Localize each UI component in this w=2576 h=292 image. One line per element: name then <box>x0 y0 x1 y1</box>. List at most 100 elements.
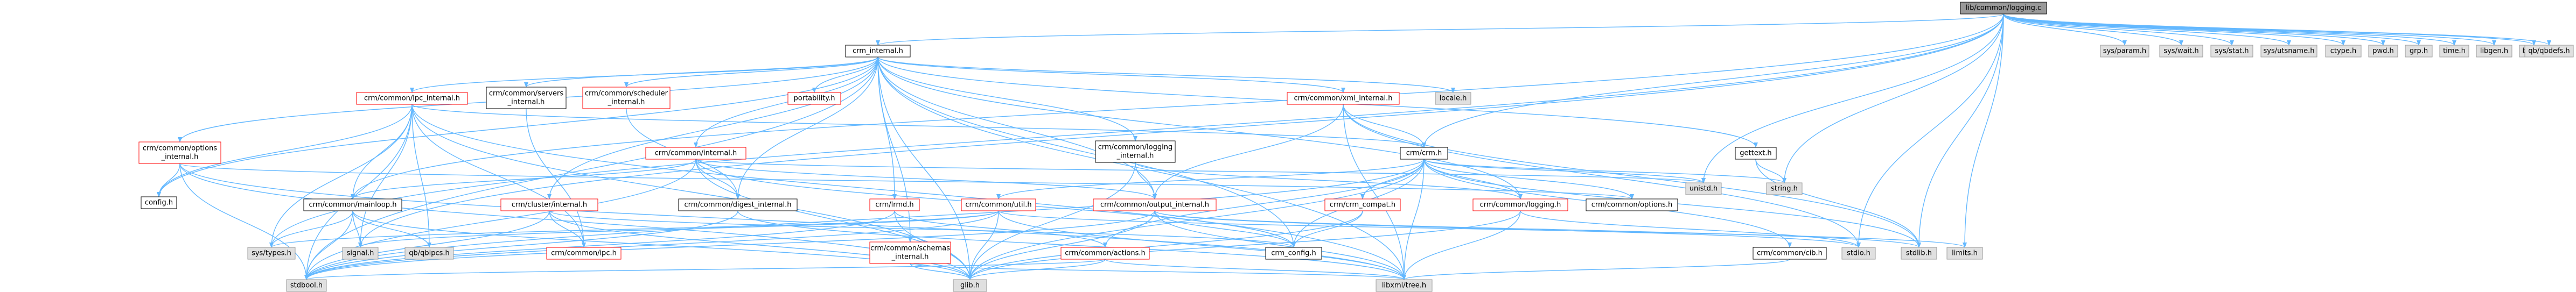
node-gettext[interactable]: gettext.h <box>1735 147 1777 160</box>
node-lrmd[interactable]: crm/lrmd.h <box>869 198 920 211</box>
node-label: _internal.h <box>891 253 929 261</box>
node-cib[interactable]: crm/common/cib.h <box>1753 247 1827 260</box>
edge-schemas_internal-to-glib <box>910 263 972 280</box>
node-box <box>1960 2 2047 15</box>
edge-xml_internal-to-stdio <box>1343 104 1861 248</box>
node-portability[interactable]: portability.h <box>787 92 841 105</box>
node-logging-internal[interactable]: crm/common/logging_internal.h <box>1095 140 1176 163</box>
edge-mainloop-to-qbipcs <box>352 210 431 248</box>
edge-ipc_internal-to-libxml_tree <box>411 104 1406 280</box>
edge-crm-to-glib <box>968 159 1425 280</box>
edge-crm-to-libxml_tree <box>1402 159 1425 280</box>
edge-crm_internal-to-logging_internal <box>877 56 1137 141</box>
edge-output_internal-to-crm_config <box>1154 210 1296 248</box>
edge-ipc_internal-to-signal <box>358 104 413 248</box>
node-string: string.h <box>1766 182 1803 195</box>
edge-common_internal-to-digest_internal <box>695 159 740 200</box>
edge-crm-to-common_options <box>1423 159 1634 200</box>
node-box <box>286 279 327 292</box>
node-box <box>1400 147 1448 160</box>
node-crm[interactable]: crm/crm.h <box>1400 147 1448 160</box>
edge-crm_internal-to-cluster_internal <box>547 56 878 200</box>
edge-lrmd-to-stdbool <box>304 210 895 280</box>
edge-common_logging-to-glib <box>968 210 1521 280</box>
node-stdbool: stdbool.h <box>286 279 327 292</box>
node-label: sys/wait.h <box>2163 47 2198 55</box>
node-ipc[interactable]: crm/common/ipc.h <box>546 247 622 260</box>
node-box <box>1324 198 1401 211</box>
node-crm-internal[interactable]: crm_internal.h <box>845 45 911 58</box>
node-label: signal.h <box>347 250 374 258</box>
node-box <box>1766 182 1803 195</box>
edge-crm_internal-to-portability <box>812 56 878 93</box>
edge-root-to-signal <box>358 13 2004 248</box>
node-common-internal[interactable]: crm/common/internal.h <box>645 147 746 160</box>
node-servers-internal[interactable]: crm/common/servers_internal.h <box>486 87 567 109</box>
node-options-internal[interactable]: crm/common/options_internal.h <box>138 141 221 164</box>
node-mainloop[interactable]: crm/common/mainloop.h <box>303 198 402 211</box>
node-crm-compat[interactable]: crm/crm_compat.h <box>1324 198 1401 211</box>
node-sys-wait: sys/wait.h <box>2159 45 2203 58</box>
edge-root-to-sys_utsname <box>2003 13 2291 46</box>
node-label: crm/lrmd.h <box>875 201 913 209</box>
edge-actions-to-glib <box>968 259 1106 280</box>
node-box <box>869 241 951 264</box>
node-box <box>2524 45 2574 58</box>
node-digest-internal[interactable]: crm/common/digest_internal.h <box>678 198 798 211</box>
node-time: time.h <box>2439 45 2469 58</box>
node-label: crm/common/xml_internal.h <box>1294 95 1392 103</box>
node-ipc-internal[interactable]: crm/common/ipc_internal.h <box>356 92 468 105</box>
edge-crm-to-actions <box>1103 159 1425 248</box>
node-actions[interactable]: crm/common/actions.h <box>1060 247 1150 260</box>
edge-root-to-time <box>2003 13 2456 46</box>
node-output-internal[interactable]: crm/common/output_internal.h <box>1093 198 1217 211</box>
node-xml-internal[interactable]: crm/common/xml_internal.h <box>1287 92 1400 105</box>
node-libgen: libgen.h <box>2476 45 2512 58</box>
node-stdlib: stdlib.h <box>1901 247 1937 260</box>
node-common-options[interactable]: crm/common/options.h <box>1586 198 1678 211</box>
edge-crm_internal-to-scheduler_internal <box>624 56 878 88</box>
edge-ipc_internal-to-config <box>157 104 413 197</box>
node-qbdefs: qb/qbdefs.h <box>2524 45 2574 58</box>
edge-gettext-to-stdlib <box>1755 159 1921 248</box>
node-box <box>582 87 671 109</box>
node-label: crm/common/ipc.h <box>551 250 617 258</box>
node-label: libxml/tree.h <box>1382 282 1426 290</box>
node-label: crm/cluster/internal.h <box>512 201 587 209</box>
node-box <box>678 198 798 211</box>
edge-util-to-stdbool <box>304 210 999 280</box>
edge-root-to-crm <box>1422 13 2004 148</box>
edge-output_internal-to-stdbool <box>304 210 1155 280</box>
node-config[interactable]: config.h <box>141 196 177 209</box>
node-box <box>546 247 622 260</box>
node-box <box>404 247 454 260</box>
node-label: ctype.h <box>2330 47 2357 55</box>
node-box <box>1753 247 1827 260</box>
node-box <box>1060 247 1150 260</box>
edge-root-to-stdlib <box>1917 13 2004 248</box>
node-label: crm/common/logging <box>1098 144 1172 152</box>
node-schemas-internal[interactable]: crm/common/schemas_internal.h <box>869 241 951 264</box>
edge-root-to-limits <box>1963 13 2004 248</box>
node-box <box>1901 247 1937 260</box>
node-common-logging[interactable]: crm/common/logging.h <box>1472 198 1568 211</box>
node-ctype: ctype.h <box>2325 45 2362 58</box>
node-box <box>2210 45 2253 58</box>
node-sys-stat: sys/stat.h <box>2210 45 2253 58</box>
node-label: limits.h <box>1952 250 1978 258</box>
node-box <box>1095 140 1176 163</box>
node-scheduler-internal[interactable]: crm/common/scheduler_internal.h <box>582 87 671 109</box>
edge-ipc_internal-to-stdbool <box>304 104 413 280</box>
node-crm-config[interactable]: crm_config.h <box>1265 247 1322 260</box>
node-box <box>2100 45 2149 58</box>
node-box <box>2405 45 2433 58</box>
node-box <box>1093 198 1217 211</box>
edge-ipc_internal-to-crm <box>411 104 1426 148</box>
node-cluster-internal[interactable]: crm/cluster/internal.h <box>500 198 598 211</box>
node-label: sys/stat.h <box>2215 47 2249 55</box>
node-util[interactable]: crm/common/util.h <box>961 198 1036 211</box>
node-label: crm/common/digest_internal.h <box>684 201 791 209</box>
node-pwd: pwd.h <box>2368 45 2398 58</box>
node-label: crm_config.h <box>1271 250 1316 258</box>
edge-cluster_internal-to-stdbool <box>304 210 550 280</box>
